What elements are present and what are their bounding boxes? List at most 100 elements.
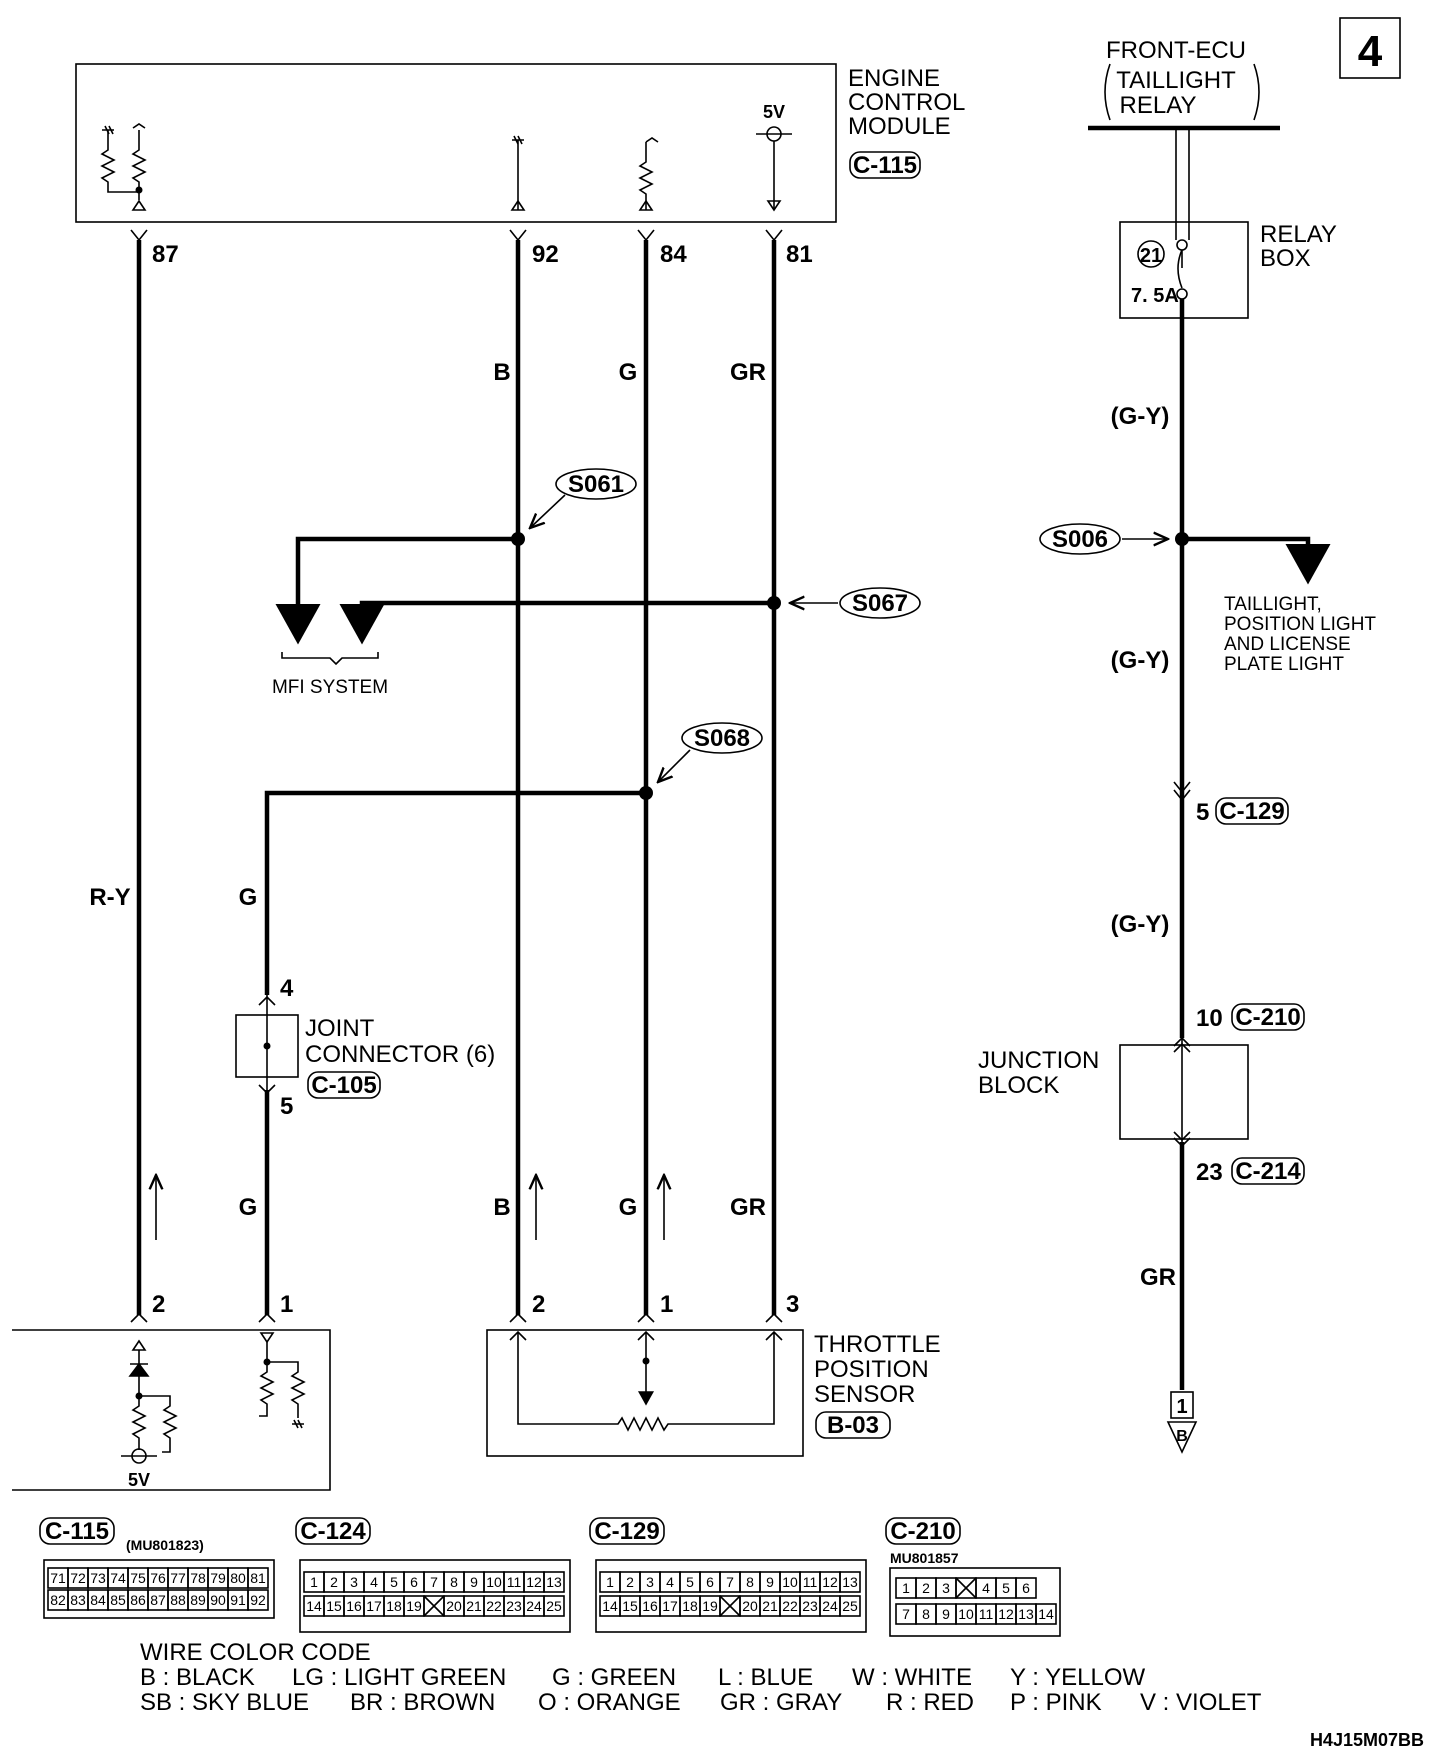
c129d-body (595, 1559, 867, 1633)
ecm-pin87-internal (100, 123, 147, 211)
taillight-label-1: TAILLIGHT, (1224, 594, 1322, 615)
fuse-rating: 7. 5A (1131, 285, 1179, 307)
ecm-5v: 5V (763, 102, 785, 122)
left-sensor-chevrons (130, 1312, 276, 1323)
connector-pin-number: 2 (922, 1580, 930, 1596)
front-ecu-to-relay (1175, 128, 1190, 240)
legend-entry: V : VIOLET (1140, 1689, 1262, 1716)
c129-chevrons (1173, 781, 1191, 802)
jc-connector-badge (307, 1071, 381, 1099)
connector-pin-number: 17 (366, 1598, 382, 1614)
tps-label-3: SENSOR (814, 1381, 915, 1408)
tps-potentiometer (517, 1332, 775, 1432)
ecm-pin84-internal (638, 137, 659, 211)
splice-s067: S067 (852, 590, 908, 617)
c129-badge (1215, 797, 1289, 825)
ecm-pin92-internal (510, 135, 526, 211)
connector-pin-number: 5 (1002, 1580, 1010, 1596)
taillight-label-4: PLATE LIGHT (1224, 654, 1344, 675)
jc-connector: C-105 (311, 1072, 376, 1099)
connector-pin-number: 10 (958, 1606, 974, 1622)
splice-s061-arrow (530, 494, 566, 528)
connector-pin-number: 89 (190, 1592, 206, 1608)
left-sensor-node-2 (263, 1358, 271, 1366)
relay-box-label-1: RELAY (1260, 221, 1337, 248)
c124-badge (295, 1517, 371, 1545)
c115-part: (MU801823) (126, 1537, 204, 1553)
ground-number: 1 (1176, 1396, 1187, 1418)
splice-s068-badge (681, 722, 763, 754)
ground-letter: B (1176, 1428, 1188, 1445)
connector-pin-number: 85 (110, 1592, 126, 1608)
connector-pin-number: 18 (386, 1598, 402, 1614)
left-sensor-box (12, 1329, 331, 1491)
connector-pin-number: 13 (842, 1574, 858, 1590)
front-ecu-label-1: FRONT-ECU (1106, 37, 1246, 64)
front-ecu-paren (1104, 63, 1260, 121)
splice-s068-arrow (658, 749, 691, 782)
splice-s061-badge (555, 468, 637, 500)
connector-pin-number: 5 (390, 1574, 398, 1590)
legend-entry: GR : GRAY (720, 1689, 842, 1716)
connector-pin-number: 6 (706, 1574, 714, 1590)
connector-pin-number: 81 (250, 1570, 266, 1586)
ecm-pin-84: 84 (660, 241, 687, 268)
connector-pin-number: 20 (742, 1598, 758, 1614)
page-number: 4 (1358, 27, 1383, 76)
c210d-part: MU801857 (890, 1550, 959, 1566)
label-b-low: B (493, 1194, 510, 1221)
jc-label-2: CONNECTOR (6) (305, 1041, 495, 1068)
connector-pin-number: 21 (466, 1598, 482, 1614)
connector-pin-number: 79 (210, 1570, 226, 1586)
connector-pin-number: 84 (90, 1592, 106, 1608)
ecm-node-87 (135, 186, 143, 194)
connector-cell (839, 1571, 861, 1593)
front-ecu-label-3: RELAY (1120, 92, 1197, 119)
c115-badge (39, 1517, 115, 1545)
connector-pin-number: 11 (803, 1574, 818, 1590)
legend-entry: BR : BROWN (350, 1689, 495, 1716)
connector-pin-number: 9 (470, 1574, 478, 1590)
legend-entry: Y : YELLOW (1010, 1664, 1146, 1691)
connector-pin-number: 11 (507, 1574, 522, 1590)
connector-pin-number: 20 (446, 1598, 462, 1614)
tps-node (642, 1357, 650, 1365)
ecm-label-2: CONTROL (848, 89, 965, 116)
connector-cell (839, 1595, 861, 1617)
connector-pin-number: 10 (782, 1574, 798, 1590)
connector-pin-number: 83 (70, 1592, 86, 1608)
ecm-connector-badge (849, 151, 921, 179)
tps-connector: B-03 (827, 1412, 879, 1439)
splice-s068-node (639, 786, 653, 800)
tps-label-2: POSITION (814, 1356, 929, 1383)
connector-pin-number: 19 (702, 1598, 718, 1614)
label-r-y: R-Y (89, 884, 130, 911)
connector-pin-number: 77 (170, 1570, 186, 1586)
legend-entry: W : WHITE (852, 1664, 972, 1691)
label-g-y-3: (G-Y) (1111, 911, 1170, 938)
junction-pin-23: 23 (1196, 1159, 1223, 1186)
connector-pin-number: 2 (330, 1574, 338, 1590)
connector-pin-number: 74 (110, 1570, 126, 1586)
connector-pin-number: 21 (762, 1598, 778, 1614)
connector-pin-number: 75 (130, 1570, 146, 1586)
splice-s006: S006 (1052, 526, 1108, 553)
connector-pin-number: 25 (546, 1598, 562, 1614)
connector-pin-number: 12 (822, 1574, 838, 1590)
connector-pin-number: 25 (842, 1598, 858, 1614)
front-ecu-label-2: TAILLIGHT (1116, 67, 1236, 94)
junction-c214-badge (1231, 1157, 1305, 1185)
connector-pin-number: 3 (942, 1580, 950, 1596)
connector-pin-number: 7 (902, 1606, 910, 1622)
connector-pin-number: 6 (1022, 1580, 1030, 1596)
left-sensor-node (135, 1392, 143, 1400)
legend-entry: L : BLUE (718, 1664, 813, 1691)
legend-title: WIRE COLOR CODE (140, 1639, 371, 1666)
connector-pin-number: 80 (230, 1570, 246, 1586)
splice-s061: S061 (568, 471, 624, 498)
mfi-label: MFI SYSTEM (272, 677, 388, 698)
ecm-pin81-internal (756, 126, 792, 212)
